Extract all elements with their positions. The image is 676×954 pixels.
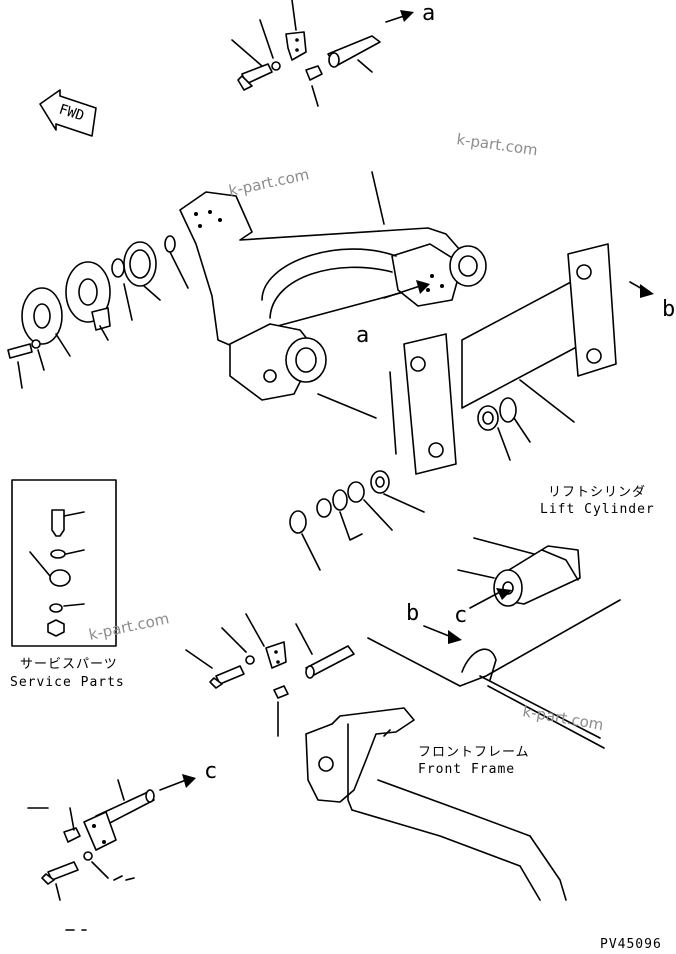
service-parts-label-en: Service Parts bbox=[10, 675, 125, 690]
service-parts-box bbox=[11, 479, 117, 647]
bushing-plate-group bbox=[7, 235, 189, 389]
top-pin-assembly bbox=[231, 0, 414, 107]
bottom-pin-assembly bbox=[27, 774, 196, 931]
arrow-a-line bbox=[383, 285, 421, 299]
watermark-1: k-part.com bbox=[455, 130, 538, 159]
front-frame-label-en: Front Frame bbox=[418, 762, 515, 777]
arrow-a-head bbox=[416, 280, 430, 294]
watermark-3: k-part.com bbox=[87, 609, 171, 644]
lift-cylinder bbox=[457, 537, 581, 609]
arrow-b-head bbox=[448, 630, 462, 644]
service-parts-label-jp: サービスパーツ bbox=[20, 657, 118, 672]
fwd-label: FWD bbox=[57, 102, 86, 125]
lift-cylinder-label-en: Lift Cylinder bbox=[540, 502, 655, 517]
front-frame bbox=[305, 599, 621, 901]
nut-washer-stack bbox=[289, 470, 425, 571]
lift-arm-link bbox=[179, 171, 487, 419]
callout-c-cylinder: c bbox=[454, 603, 467, 628]
front-frame-label-jp: フロントフレーム bbox=[418, 745, 530, 760]
callout-c-pin: c bbox=[204, 759, 217, 784]
watermark-2: k-part.com bbox=[227, 165, 311, 200]
middle-pin-assembly bbox=[185, 613, 355, 737]
drawing-number: PV45096 bbox=[600, 937, 662, 952]
watermark-4: k-part.com bbox=[521, 702, 605, 734]
cross-beam bbox=[389, 243, 654, 475]
callout-b-frame: b bbox=[406, 601, 419, 626]
fwd-arrow-icon: FWD bbox=[39, 89, 97, 137]
callout-a-top: a bbox=[422, 1, 435, 26]
callout-a-arm: a bbox=[356, 323, 369, 348]
lift-cylinder-label-jp: リフトシリンダ bbox=[548, 485, 646, 500]
callout-b-beam: b bbox=[662, 297, 675, 322]
